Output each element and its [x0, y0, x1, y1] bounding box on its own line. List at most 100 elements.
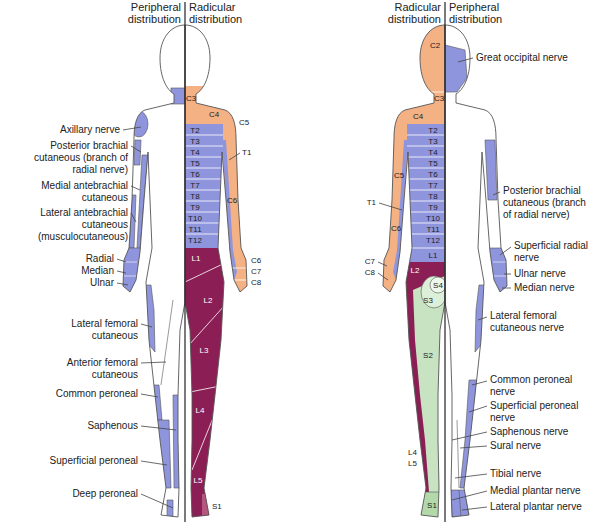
- label-slot: T10: [188, 213, 202, 222]
- dermatome-label: L1: [192, 254, 201, 263]
- label-slot: Medial antebrachial cutaneous: [18, 180, 128, 204]
- label-slot: T9: [428, 202, 437, 211]
- label-slot: C6: [251, 256, 271, 265]
- dermatome-label: C2: [430, 41, 440, 50]
- label-slot: T3: [428, 136, 437, 145]
- label-slot: Saphenous nerve: [490, 426, 588, 438]
- column-heading: Radicular distribution: [189, 1, 259, 25]
- label-slot: Posterior brachial cutaneous (branch of …: [503, 185, 588, 221]
- radicular-dermatomes: [407, 135, 445, 136]
- dermatome-label: C8: [345, 268, 375, 277]
- dermatome-label: T7: [428, 180, 437, 189]
- radicular-dermatomes: [407, 234, 445, 235]
- radicular-dermatomes: [185, 146, 223, 147]
- radicular-dermatomes: [185, 124, 223, 248]
- radicular-dermatomes: [415, 492, 445, 522]
- label-slot: S4: [433, 281, 443, 290]
- leader-line: [131, 186, 140, 190]
- peripheral-nerve-areas: [485, 140, 497, 200]
- leader-line: [141, 494, 173, 508]
- nerve-label: Medial antebrachial cutaneous: [18, 180, 128, 204]
- label-slot: S2: [423, 351, 433, 360]
- peripheral-nerve-areas: [485, 248, 515, 298]
- label-slot: Saphenous: [38, 420, 138, 432]
- label-slot: T9: [190, 202, 199, 211]
- leader-line: [141, 461, 167, 465]
- leader-line: [141, 394, 158, 397]
- label-slot: T6: [428, 169, 437, 178]
- radicular-dermatomes: [430, 277, 446, 293]
- nerve-label: Superficial peroneal nerve: [490, 400, 588, 424]
- radicular-dermatomes: [407, 212, 445, 213]
- nerve-label: Posterior brachial cutaneous (branch of …: [18, 140, 128, 176]
- nerve-label: Median: [54, 265, 114, 277]
- label-slot: Deep peroneal: [38, 488, 138, 500]
- radicular-dermatomes: [185, 168, 223, 169]
- radicular-dermatomes: [185, 179, 223, 180]
- label-slot: T8: [428, 191, 437, 200]
- leader-line: [452, 432, 487, 440]
- dermatome-label: S1: [427, 501, 437, 510]
- nerve-label: Posterior brachial cutaneous (branch of …: [503, 185, 588, 221]
- label-slot: Radicular distribution: [371, 1, 441, 25]
- radicular-dermatomes: [375, 20, 447, 522]
- dermatome-label: C7: [251, 267, 271, 276]
- dermatome-label: C7: [345, 257, 375, 266]
- dermatome-label: C6: [391, 224, 401, 233]
- dermatome-label: C3: [186, 94, 196, 103]
- radicular-dermatomes: [407, 223, 445, 224]
- label-slot: Peripheral distribution: [449, 1, 519, 25]
- leader-line: [502, 288, 511, 289]
- label-slot: C3: [186, 94, 196, 103]
- dermatome-label: T5: [428, 158, 437, 167]
- radicular-dermatomes: [185, 201, 223, 202]
- peripheral-nerve-areas: [493, 262, 507, 263]
- label-slot: T2: [190, 125, 199, 134]
- dermatome-label: C6: [251, 256, 271, 265]
- label-slot: Lateral antebrachial cutaneous (musculoc…: [18, 207, 128, 243]
- leader-line: [229, 153, 240, 160]
- radicular-dermatomes: [420, 92, 445, 93]
- dermatome-label: L5: [194, 476, 203, 485]
- dermatome-label: T2: [428, 125, 437, 134]
- leader-line: [478, 317, 487, 320]
- label-slot: T4: [428, 147, 437, 156]
- radicular-dermatomes: [189, 305, 225, 345]
- label-slot: Common peroneal: [38, 388, 138, 400]
- dermatome-label: T9: [190, 202, 199, 211]
- midline: [444, 2, 445, 522]
- radicular-dermatomes: [185, 104, 245, 124]
- label-slot: Anterior femoral cutaneous: [38, 357, 138, 381]
- label-slot: L1: [192, 254, 201, 263]
- radicular-dermatomes: [407, 157, 445, 158]
- leader-line: [469, 406, 487, 412]
- dermatome-label: T7: [190, 180, 199, 189]
- radicular-dermatomes: [400, 248, 445, 249]
- dermatome-label: T6: [190, 169, 199, 178]
- leader-line: [131, 213, 136, 222]
- dermatome-label: S4: [433, 281, 443, 290]
- label-slot: L4: [387, 448, 417, 457]
- dermatome-label: T4: [190, 147, 199, 156]
- radicular-dermatomes: [185, 212, 223, 213]
- dermatome-label: T1: [346, 198, 376, 207]
- leader-line: [460, 446, 487, 448]
- back-figure: [383, 25, 445, 517]
- radicular-dermatomes: [407, 190, 445, 191]
- radicular-dermatomes: [232, 268, 247, 269]
- leader-line: [462, 507, 487, 510]
- radicular-dermatomes: [415, 492, 445, 493]
- leader-line: [123, 127, 141, 130]
- nerve-label: Tibial nerve: [490, 468, 588, 480]
- dermatome-label: S2: [423, 351, 433, 360]
- peripheral-nerve-areas: [459, 490, 461, 517]
- leader-line: [117, 283, 128, 285]
- dermatome-label: T3: [428, 136, 437, 145]
- label-slot: Sural nerve: [490, 440, 588, 452]
- nerve-label: Lateral femoral cutaneous nerve: [490, 310, 588, 334]
- label-slot: S1: [212, 502, 232, 511]
- nerve-label: Lateral plantar nerve: [490, 501, 588, 513]
- nerve-label: Median nerve: [514, 282, 588, 294]
- label-slot: C8: [345, 268, 375, 277]
